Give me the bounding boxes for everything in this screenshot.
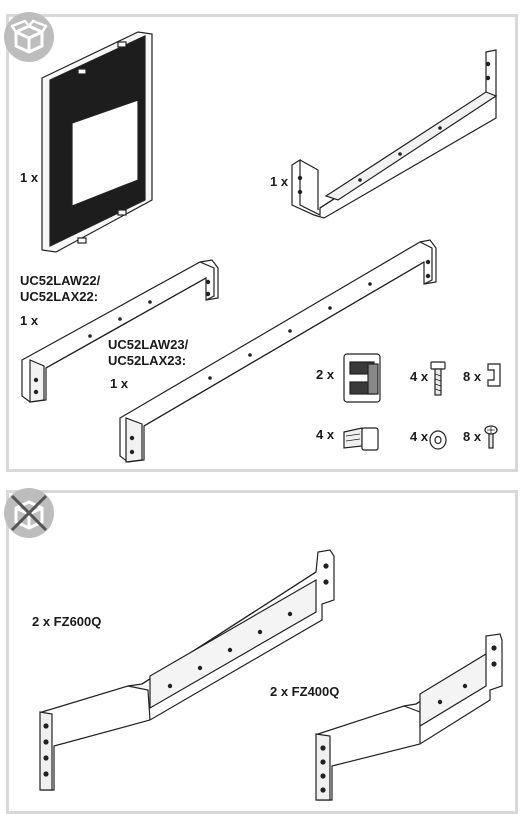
panel-qty-label: 1 x [20,170,39,185]
bracket-uc52law23 [119,239,437,463]
rail-fz400q [315,633,503,801]
open-box-icon [4,12,54,62]
bolt-part [430,361,446,396]
rail-short-label: 2 x FZ400Q [270,684,340,699]
model-a-line1: UC52LAW22/ [20,273,101,288]
crossed-box-icon [4,488,54,538]
cover-panel [41,31,153,253]
rail-long-label: 2 x FZ600Q [32,614,102,629]
model-b-line1: UC52LAW23/ [108,337,189,352]
screw-part [484,425,498,449]
rail-fz600q [39,549,335,791]
connector-part [343,353,381,403]
model-b-line2: UC52LAX23: [108,353,187,368]
clip-qty-label: 8 x [463,369,482,384]
plug-part [343,427,379,451]
plug-qty-label: 4 x [316,427,335,442]
top-bracket [291,49,498,219]
bracket-uc52law22 [21,259,219,403]
screw-qty-label: 8 x [463,429,482,444]
top-bracket-qty-label: 1 x [270,174,289,189]
model-b-qty-label: 1 x [110,376,129,391]
clip-part [487,363,501,387]
washer-qty-label: 4 x [410,429,429,444]
bolt-qty-label: 4 x [410,369,429,384]
connector-qty-label: 2 x [316,367,335,382]
model-a-qty-label: 1 x [20,313,39,328]
washer-part [429,430,447,450]
model-a-line2: UC52LAX22: [20,289,99,304]
